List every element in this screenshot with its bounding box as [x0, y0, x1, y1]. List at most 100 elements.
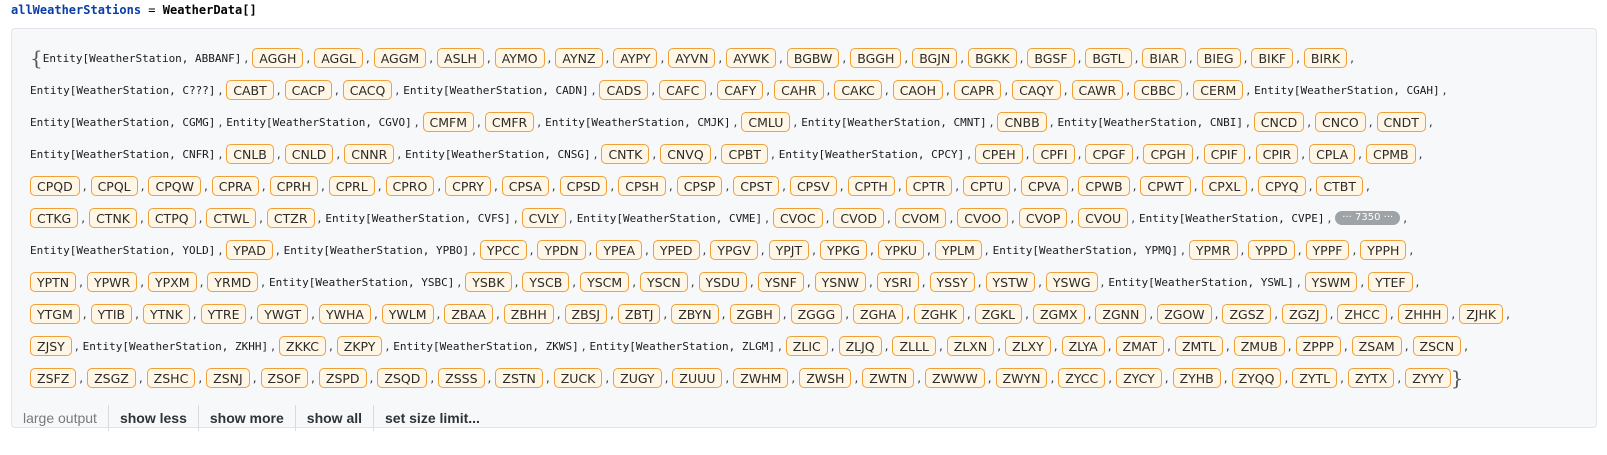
station-chip[interactable]: YPPH — [1360, 240, 1407, 260]
station-chip[interactable]: BGGH — [850, 48, 902, 68]
station-chip[interactable]: CPIR — [1255, 144, 1299, 164]
station-chip[interactable]: ZBHH — [503, 304, 554, 324]
station-chip[interactable]: CAPR — [953, 80, 1002, 100]
station-chip[interactable]: ZGZJ — [1282, 304, 1327, 324]
station-chip[interactable]: ZUGY — [613, 368, 662, 388]
station-chip[interactable]: ZWHM — [733, 368, 789, 388]
station-chip[interactable]: BGTL — [1085, 48, 1132, 68]
station-chip[interactable]: CTBT — [1316, 176, 1364, 196]
station-chip[interactable]: YPPD — [1248, 240, 1295, 260]
station-chip[interactable]: ZGKL — [974, 304, 1023, 324]
station-chip[interactable]: YPWR — [87, 272, 138, 292]
station-chip[interactable]: ZLJQ — [838, 336, 882, 356]
station-chip[interactable]: CPQD — [30, 176, 80, 196]
station-chip[interactable]: CPLA — [1309, 144, 1356, 164]
station-chip[interactable]: YSDU — [698, 272, 747, 292]
station-chip[interactable]: CPSA — [501, 176, 549, 196]
station-chip[interactable]: ZHHH — [1397, 304, 1449, 324]
station-chip[interactable]: BIAR — [1142, 48, 1186, 68]
station-chip[interactable]: ZGHA — [853, 304, 904, 324]
station-chip[interactable]: YPPF — [1305, 240, 1350, 260]
station-chip[interactable]: ZWTN — [862, 368, 915, 388]
station-chip[interactable]: ZJHK — [1459, 304, 1504, 324]
station-chip[interactable]: CVOM — [894, 208, 947, 228]
station-chip[interactable]: AYMO — [494, 48, 545, 68]
station-chip[interactable]: CPRO — [385, 176, 435, 196]
station-chip[interactable]: YSCM — [580, 272, 630, 292]
station-chip[interactable]: CVOO — [957, 208, 1009, 228]
station-chip[interactable]: CPXL — [1201, 176, 1248, 196]
station-chip[interactable]: ZLXN — [946, 336, 995, 356]
station-chip[interactable]: AGGH — [252, 48, 304, 68]
station-chip[interactable]: YTEF — [1368, 272, 1413, 292]
station-chip[interactable]: CPRA — [211, 176, 259, 196]
station-chip[interactable]: ZWWW — [925, 368, 985, 388]
station-chip[interactable]: ZUUU — [672, 368, 723, 388]
station-chip[interactable]: CABT — [226, 80, 274, 100]
station-chip[interactable]: CMFR — [484, 112, 535, 132]
station-chip[interactable]: YSNW — [814, 272, 866, 292]
station-chip[interactable]: CTPQ — [147, 208, 196, 228]
station-chip[interactable]: CVOP — [1018, 208, 1068, 228]
station-chip[interactable]: CNNR — [344, 144, 395, 164]
station-chip[interactable]: CPSP — [676, 176, 723, 196]
station-chip[interactable]: CPYQ — [1258, 176, 1306, 196]
station-chip[interactable]: YSTW — [985, 272, 1036, 292]
station-chip[interactable]: ZGSZ — [1222, 304, 1272, 324]
station-chip[interactable]: AYPY — [613, 48, 658, 68]
station-chip[interactable]: CAQY — [1012, 80, 1061, 100]
station-chip[interactable]: ZSAM — [1351, 336, 1402, 356]
station-chip[interactable]: CVOU — [1078, 208, 1129, 228]
station-chip[interactable]: ZSNJ — [206, 368, 250, 388]
station-chip[interactable]: ZBYN — [671, 304, 719, 324]
station-chip[interactable]: ZMTL — [1174, 336, 1223, 356]
station-chip[interactable]: CPQW — [148, 176, 201, 196]
station-chip[interactable]: CPWB — [1078, 176, 1130, 196]
station-chip[interactable]: YPCC — [479, 240, 527, 260]
station-chip[interactable]: ZSHC — [146, 368, 196, 388]
station-chip[interactable]: CERM — [1193, 80, 1244, 100]
station-chip[interactable]: ZSOF — [260, 368, 309, 388]
station-chip[interactable]: ZJSY — [30, 336, 72, 356]
station-chip[interactable]: CPRH — [269, 176, 318, 196]
station-chip[interactable]: CPTR — [905, 176, 953, 196]
station-chip[interactable]: YSBK — [465, 272, 512, 292]
station-chip[interactable]: CAKC — [834, 80, 882, 100]
station-chip[interactable]: ZSFZ — [30, 368, 77, 388]
station-chip[interactable]: ZHCC — [1337, 304, 1387, 324]
show-less-button[interactable]: show less — [107, 405, 198, 431]
station-chip[interactable]: AGGL — [314, 48, 363, 68]
station-chip[interactable]: ZBAA — [444, 304, 493, 324]
station-chip[interactable]: YPMR — [1188, 240, 1238, 260]
station-chip[interactable]: CAWR — [1071, 80, 1124, 100]
station-chip[interactable]: CACP — [284, 80, 332, 100]
station-chip[interactable]: YWHA — [319, 304, 371, 324]
station-chip[interactable]: BIKF — [1251, 48, 1294, 68]
station-chip[interactable]: YPED — [652, 240, 700, 260]
station-chip[interactable]: YTIB — [90, 304, 133, 324]
station-chip[interactable]: CMLU — [741, 112, 791, 132]
station-chip[interactable]: YPKG — [819, 240, 867, 260]
station-chip[interactable]: ZMAT — [1115, 336, 1165, 356]
station-chip[interactable]: ZYCY — [1116, 368, 1162, 388]
station-chip[interactable]: ZYTX — [1347, 368, 1395, 388]
station-chip[interactable]: YSCN — [640, 272, 688, 292]
station-chip[interactable]: ZGNN — [1095, 304, 1147, 324]
station-chip[interactable]: ZLXY — [1005, 336, 1051, 356]
station-chip[interactable]: ZSQD — [377, 368, 428, 388]
station-chip[interactable]: ZGOW — [1157, 304, 1212, 324]
station-chip[interactable]: CMFM — [422, 112, 475, 132]
station-chip[interactable]: CTKG — [30, 208, 79, 228]
station-chip[interactable]: ZGMX — [1032, 304, 1085, 324]
station-chip[interactable]: CPTU — [963, 176, 1011, 196]
station-chip[interactable]: YTRE — [200, 304, 247, 324]
station-chip[interactable]: YWLM — [381, 304, 434, 324]
input-cell[interactable]: allWeatherStations = WeatherData[] — [11, 2, 257, 18]
station-chip[interactable]: ZLYA — [1061, 336, 1105, 356]
station-chip[interactable]: YWGT — [257, 304, 309, 324]
station-chip[interactable]: ZKPY — [336, 336, 383, 356]
station-chip[interactable]: CPEH — [975, 144, 1023, 164]
station-chip[interactable]: YPTN — [30, 272, 77, 292]
station-chip[interactable]: YSCB — [522, 272, 570, 292]
station-chip[interactable]: CNTK — [601, 144, 650, 164]
